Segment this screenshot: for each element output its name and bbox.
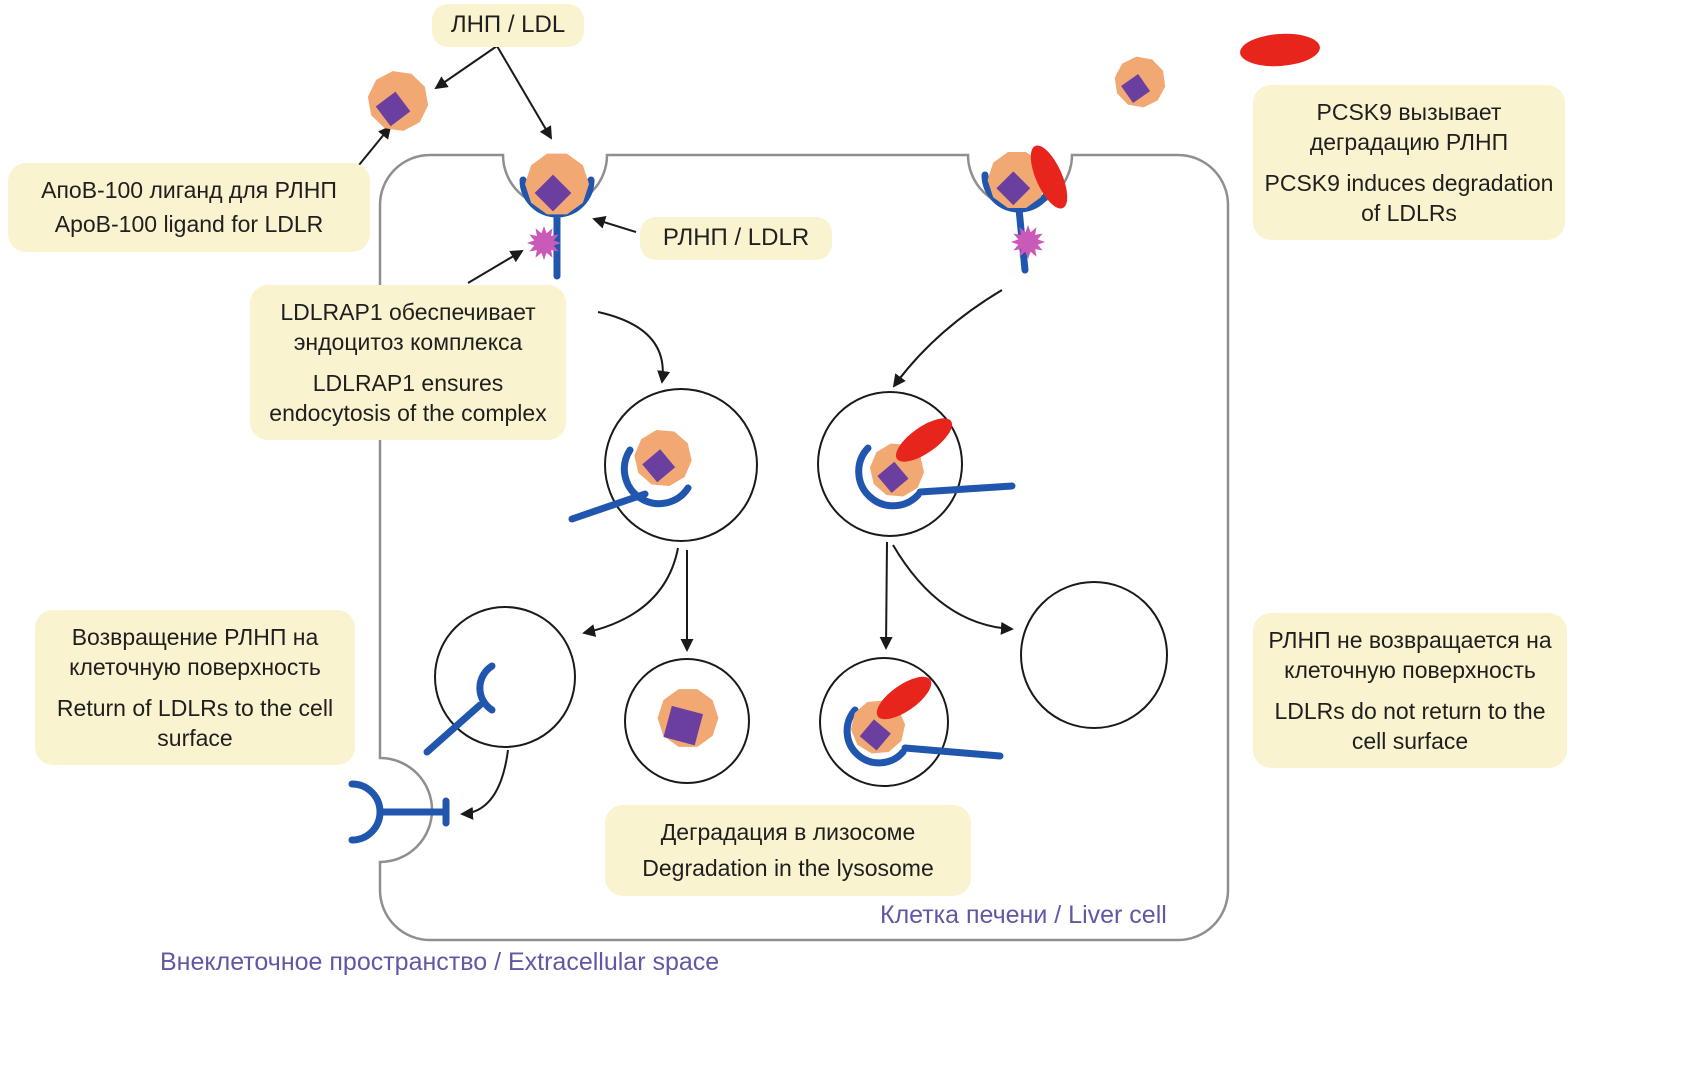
callout-return-ru: Возвращение РЛНП на клеточную поверхност… bbox=[69, 624, 321, 681]
ldlr-receptors bbox=[348, 171, 1057, 844]
arrow-ldl-to-pit-particle bbox=[496, 45, 552, 140]
callout-degradation-ru: Деградация в лизосоме bbox=[660, 819, 916, 845]
arrow-recycling-to-membrane bbox=[460, 749, 509, 820]
callout-no-return-ru: РЛНП не возвращается на клеточную поверх… bbox=[1268, 627, 1552, 684]
callout-degradation-en: Degradation in the lysosome bbox=[642, 855, 934, 882]
ldlr-receptor-membrane-return bbox=[348, 780, 450, 844]
pcsk9-endosome bbox=[895, 418, 953, 462]
callout-degradation: Деградация в лизосоме Degradation in the… bbox=[605, 805, 971, 896]
ldl-particle-lysosome-left bbox=[657, 689, 719, 747]
extracellular-space-label: Внеклеточное пространство / Extracellula… bbox=[160, 948, 720, 976]
callout-no-return-en: LDLRs do not return to the cell surface bbox=[1274, 697, 1546, 755]
empty-vesicle-circle bbox=[1020, 581, 1168, 729]
callout-ldlrap1: LDLRAP1 обеспечивает эндоцитоз комплекса… bbox=[250, 285, 566, 441]
ldlr-receptor-endosome-right bbox=[855, 444, 1016, 510]
callout-apob-ru: АпоВ-100 лиганд для РЛНП bbox=[41, 177, 337, 203]
callout-return-en: Return of LDLRs to the cell surface bbox=[56, 694, 334, 752]
callout-ldlr: РЛНП / LDLR bbox=[640, 217, 832, 260]
pcsk9-lysosome bbox=[876, 676, 932, 720]
ldlr-receptor-lysosome-right bbox=[843, 706, 1004, 767]
callout-pcsk9-ru: PCSK9 вызывает деградацию РЛНП bbox=[1309, 99, 1509, 156]
ldl-particle-free-left bbox=[363, 68, 433, 134]
callout-apob: АпоВ-100 лиганд для РЛНП ApoB-100 ligand… bbox=[8, 163, 370, 252]
arrow-endosome-to-recycling bbox=[582, 547, 679, 637]
arrow-pit-to-endosome-left bbox=[597, 311, 671, 384]
pcsk9-free bbox=[1240, 33, 1320, 67]
ldlrap1-right bbox=[1011, 225, 1045, 259]
ldl-particle-free-right bbox=[1110, 53, 1170, 111]
cell-membrane bbox=[378, 153, 1230, 942]
arrow-endosome-to-empty-vesicle bbox=[892, 544, 1014, 635]
callout-ldlrap1-en: LDLRAP1 ensures endocytosis of the compl… bbox=[269, 369, 547, 427]
callout-pcsk9-en: PCSK9 induces degradation of LDLRs bbox=[1264, 169, 1554, 227]
arrow-ldl-to-free-particle bbox=[434, 45, 498, 90]
arrow-ldlr-label-to-receptor bbox=[592, 216, 637, 233]
ldl-particle-left-pit bbox=[525, 153, 589, 215]
pcsk9-right-pit bbox=[1030, 145, 1068, 209]
ldlr-receptor-endosome-left bbox=[568, 446, 692, 523]
callout-ldlrap1-ru: LDLRAP1 обеспечивает эндоцитоз комплекса bbox=[280, 299, 536, 356]
callout-apob-en: ApoB-100 ligand for LDLR bbox=[54, 211, 324, 238]
flow-arrows bbox=[349, 45, 1014, 820]
vesicles bbox=[434, 388, 1168, 787]
callout-pcsk9: PCSK9 вызывает деградацию РЛНП PCSK9 ind… bbox=[1253, 85, 1565, 241]
ldlr-receptor-recycling-vesicle bbox=[423, 662, 496, 756]
pcsk9-molecules bbox=[876, 33, 1320, 720]
callout-no-return: РЛНП не возвращается на клеточную поверх… bbox=[1253, 613, 1567, 769]
liver-cell-label: Клетка печени / Liver cell bbox=[880, 901, 1167, 929]
arrow-endosome-to-lysosome-right bbox=[879, 541, 893, 650]
arrow-pit-to-endosome-right bbox=[892, 289, 1003, 388]
arrow-ldlrap1-to-star bbox=[467, 250, 524, 284]
callout-return-ldlr: Возвращение РЛНП на клеточную поверхност… bbox=[35, 610, 355, 766]
callout-ldl: ЛНП / LDL bbox=[432, 4, 584, 47]
